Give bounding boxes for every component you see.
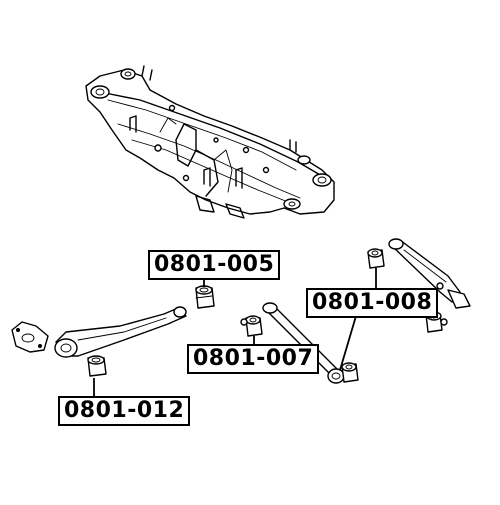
- trailing-arm: [54, 306, 187, 358]
- bushing-0801-012: [87, 355, 107, 377]
- rear-bracket: [11, 321, 49, 353]
- bushing-0801-007: [240, 315, 263, 337]
- part-label-0801-005: 0801-005: [148, 250, 281, 280]
- bushing-0801-008-upper: [367, 248, 385, 269]
- lateral-link: [262, 302, 345, 384]
- bushing-0801-008-lower: [341, 362, 359, 383]
- bushing-0801-005: [195, 285, 215, 309]
- part-label-0801-012: 0801-012: [58, 396, 191, 426]
- part-label-0801-007: 0801-007: [187, 344, 320, 374]
- rear-subframe: [85, 65, 335, 219]
- bolt-icon: [436, 282, 444, 290]
- leader-line-008-lower: [339, 315, 357, 371]
- part-label-0801-008: 0801-008: [306, 288, 439, 318]
